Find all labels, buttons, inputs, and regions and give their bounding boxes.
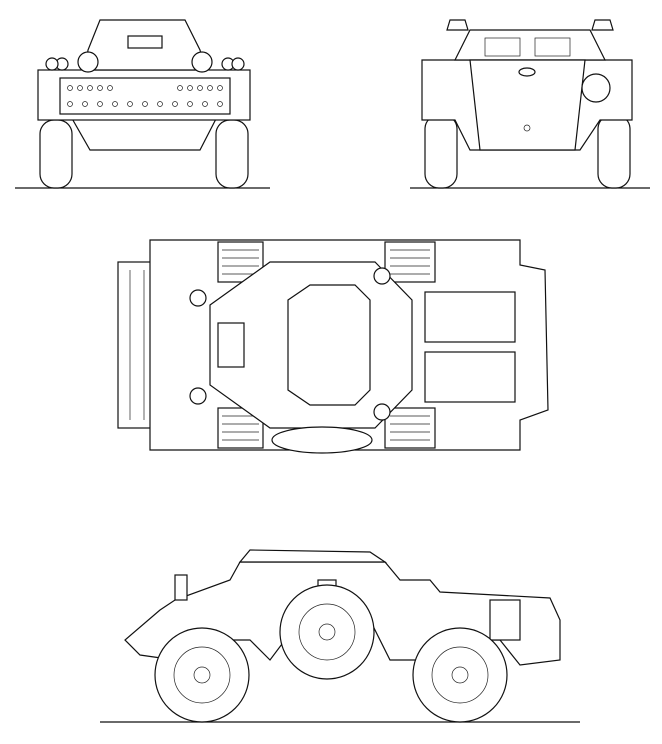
top-rear-right-grille xyxy=(384,407,436,449)
top-spare-wheel xyxy=(271,426,373,454)
side-roof xyxy=(238,549,387,563)
side-front-wheel xyxy=(154,627,250,723)
rear-view xyxy=(410,19,650,189)
front-hatch xyxy=(127,35,163,49)
rear-spare-can xyxy=(581,73,611,103)
top-view xyxy=(117,239,549,454)
top-engine-deck-right xyxy=(424,351,516,403)
front-left-wheel xyxy=(39,119,73,189)
top-open-roof xyxy=(287,284,371,406)
front-rack-holes xyxy=(67,85,223,107)
front-right-wheel xyxy=(215,119,249,189)
rear-right-wheel xyxy=(597,114,631,189)
side-rear-wheel xyxy=(412,627,508,723)
front-view xyxy=(15,19,270,189)
front-left-headlight xyxy=(77,51,99,73)
rear-left-wheel xyxy=(424,114,458,189)
top-driver-hatch xyxy=(217,322,245,368)
front-sand-channel-rack xyxy=(59,77,231,115)
top-engine-deck-left xyxy=(424,291,516,343)
rear-engine-deck xyxy=(469,59,586,151)
rear-upper-hull xyxy=(454,29,606,61)
rear-towing-eye xyxy=(518,67,536,77)
side-view xyxy=(100,549,580,723)
top-rear-left-grille xyxy=(384,241,436,283)
side-headlamp xyxy=(174,574,188,601)
side-middle-wheel xyxy=(279,584,375,680)
top-front-right-grille xyxy=(217,407,264,449)
front-right-headlight xyxy=(191,51,213,73)
side-stowage-box xyxy=(489,599,521,641)
